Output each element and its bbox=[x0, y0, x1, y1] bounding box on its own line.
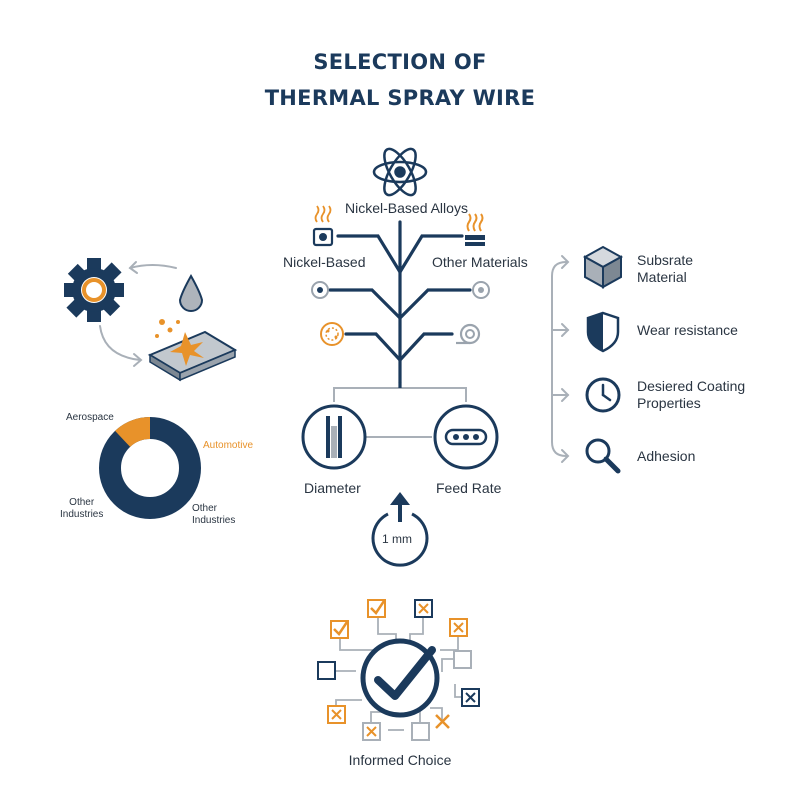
top-material-label: Nickel-Based Alloys bbox=[345, 200, 468, 216]
powder-spool-icon bbox=[320, 322, 344, 346]
factor-bracket bbox=[551, 255, 570, 463]
cube-icon bbox=[582, 245, 624, 289]
decision-tree bbox=[328, 220, 472, 384]
droplet-icon bbox=[178, 273, 204, 312]
cross-mark-icon bbox=[435, 714, 450, 729]
factor-label-wear: Wear resistance bbox=[637, 322, 738, 338]
wire-coil-icon bbox=[456, 323, 481, 345]
node-ring-icon bbox=[472, 281, 490, 299]
gear-icon bbox=[64, 258, 124, 322]
factor-label-coating: Desiered Coating Properties bbox=[637, 378, 746, 411]
industry-donut bbox=[99, 417, 201, 519]
spray-plate-icon bbox=[147, 319, 238, 382]
empty-box-icon bbox=[317, 661, 336, 680]
wire-gauge-icon bbox=[301, 404, 367, 470]
feed-rollers-icon bbox=[433, 404, 499, 470]
left-material-label: Nickel-Based bbox=[283, 254, 366, 270]
factor-label-adhesion: Adhesion bbox=[637, 448, 696, 464]
title-line-2: THERMAL SPRAY WIRE bbox=[264, 86, 536, 110]
right-material-label: Other Materials bbox=[432, 254, 528, 270]
dial-value: 1 mm bbox=[382, 532, 412, 546]
tree-connector bbox=[333, 382, 467, 438]
crossed-box-icon bbox=[362, 722, 381, 741]
process-arrows bbox=[99, 261, 177, 367]
donut-label-other-left: Other Industries bbox=[60, 497, 104, 520]
heat-source-icon bbox=[465, 213, 485, 246]
empty-box-icon bbox=[411, 722, 430, 741]
feed-rate-label: Feed Rate bbox=[436, 480, 502, 496]
crossed-box-icon bbox=[461, 688, 480, 707]
magnifier-icon bbox=[585, 438, 621, 474]
crossed-box-icon bbox=[327, 705, 346, 724]
diameter-label: Diameter bbox=[304, 480, 361, 496]
crossed-box-icon bbox=[414, 599, 433, 618]
clock-icon bbox=[585, 377, 621, 413]
node-ring-icon bbox=[311, 281, 329, 299]
checked-box-icon bbox=[330, 620, 349, 639]
factor-label-substrate: Subsrate Material bbox=[637, 252, 694, 285]
donut-label-aerospace: Aerospace bbox=[66, 412, 114, 423]
crossed-box-icon bbox=[449, 618, 468, 637]
donut-label-automotive: Automotive bbox=[203, 440, 254, 451]
atom-icon bbox=[372, 147, 428, 197]
empty-box-icon bbox=[453, 650, 472, 669]
donut-label-other-right: Other Industries bbox=[192, 503, 236, 526]
check-circle-icon bbox=[360, 638, 440, 718]
shield-icon bbox=[586, 311, 620, 353]
outcome-label: Informed Choice bbox=[348, 752, 452, 768]
donut-slice-automotive bbox=[115, 417, 151, 448]
heated-spool-icon bbox=[312, 205, 334, 247]
diameter-dial-icon bbox=[371, 492, 429, 567]
checked-box-icon bbox=[367, 599, 386, 618]
title-line-1: SELECTION OF bbox=[313, 50, 487, 74]
